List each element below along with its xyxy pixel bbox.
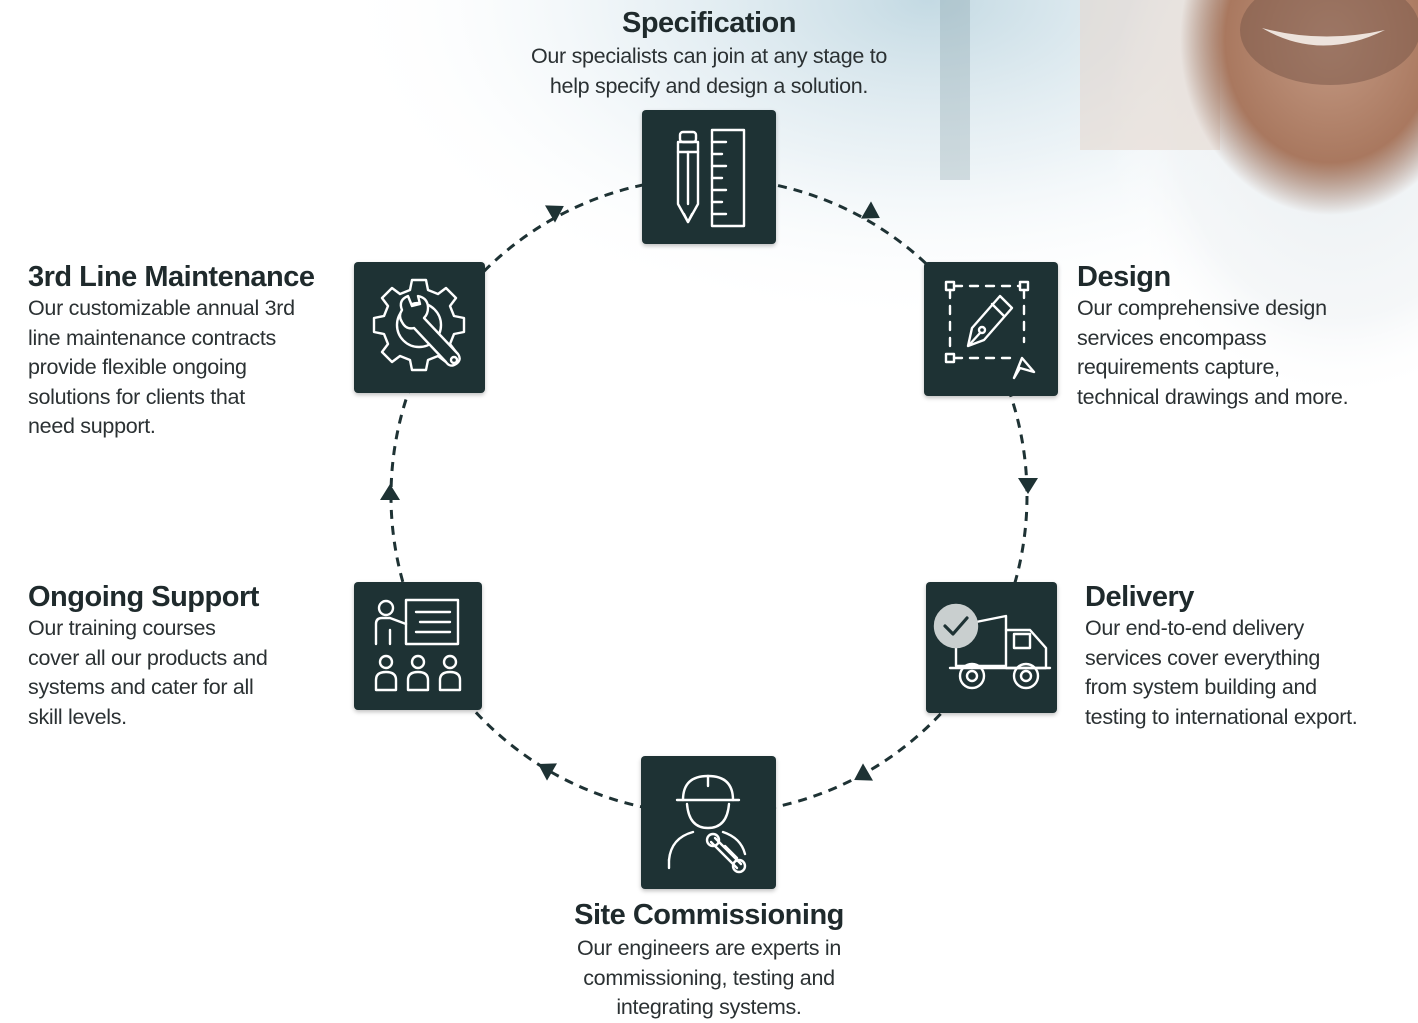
- desc-line: provide flexible ongoing: [28, 355, 247, 379]
- desc-line: Our end-to-end delivery: [1085, 616, 1304, 640]
- gear-wrench-icon: [372, 278, 466, 372]
- pen-tool-icon: [944, 280, 1036, 380]
- desc-line: services cover everything: [1085, 645, 1321, 670]
- specification-description: Our specialists can join at any stage to…: [489, 42, 929, 101]
- desc-line: requirements capture,: [1077, 355, 1280, 379]
- desc-line: technical drawings and more.: [1077, 384, 1349, 409]
- design-title: Design: [1077, 261, 1171, 293]
- desc-line: testing to international export.: [1085, 704, 1358, 729]
- 3rd-line-maintenance-icon-box: [354, 262, 485, 393]
- desc-line: commissioning, testing and: [583, 965, 835, 990]
- training-class-icon: [374, 598, 462, 692]
- desc-line: Our specialists can join at any stage to: [530, 44, 888, 68]
- delivery-truck-icon: [933, 603, 1052, 690]
- desc-line: skill levels.: [28, 704, 127, 729]
- delivery-icon-box: [926, 582, 1057, 713]
- arrow-maintenance-to-spec: [545, 205, 564, 223]
- site-commissioning-description: Our engineers are experts in commissioni…: [509, 934, 909, 1023]
- arrow-commissioning-to-support: [538, 763, 557, 781]
- specification-title: Specification: [622, 7, 797, 39]
- desc-line: line maintenance contracts: [28, 325, 276, 350]
- 3rd-line-maintenance-title: 3rd Line Maintenance: [28, 261, 315, 293]
- arrow-spec-to-design: [861, 201, 880, 219]
- arrow-design-to-delivery: [1018, 478, 1038, 494]
- desc-line: services encompass: [1077, 325, 1267, 350]
- specification-icon-box: [642, 110, 776, 244]
- design-description: Our comprehensive design services encomp…: [1077, 294, 1407, 412]
- desc-line: Our engineers are experts in: [576, 936, 842, 960]
- desc-line: cover all our products and: [28, 645, 268, 670]
- 3rd-line-maintenance-description: Our customizable annual 3rd line mainten…: [28, 294, 338, 442]
- arrow-delivery-to-commissioning: [854, 763, 873, 781]
- desc-line: integrating systems.: [616, 995, 802, 1019]
- ongoing-support-icon-box: [354, 582, 482, 710]
- delivery-description: Our end-to-end delivery services cover e…: [1085, 614, 1410, 732]
- desc-line: solutions for clients that: [28, 384, 245, 409]
- desc-line: Our comprehensive design: [1077, 296, 1327, 320]
- site-commissioning-icon-box: [641, 756, 776, 889]
- desc-line: Our training courses: [28, 616, 216, 640]
- desc-line: Our customizable annual 3rd: [28, 296, 295, 320]
- design-icon-box: [924, 262, 1058, 396]
- ongoing-support-title: Ongoing Support: [28, 581, 259, 613]
- desc-line: help specify and design a solution.: [549, 73, 869, 98]
- desc-line: systems and cater for all: [28, 675, 254, 699]
- pencil-ruler-icon: [676, 128, 746, 228]
- desc-line: need support.: [28, 414, 156, 438]
- desc-line: from system building and: [1085, 675, 1317, 699]
- engineer-icon: [667, 774, 747, 874]
- site-commissioning-title: Site Commissioning: [574, 899, 844, 931]
- ongoing-support-description: Our training courses cover all our produ…: [28, 614, 328, 732]
- delivery-title: Delivery: [1085, 581, 1194, 613]
- arrow-support-to-maintenance: [380, 484, 400, 500]
